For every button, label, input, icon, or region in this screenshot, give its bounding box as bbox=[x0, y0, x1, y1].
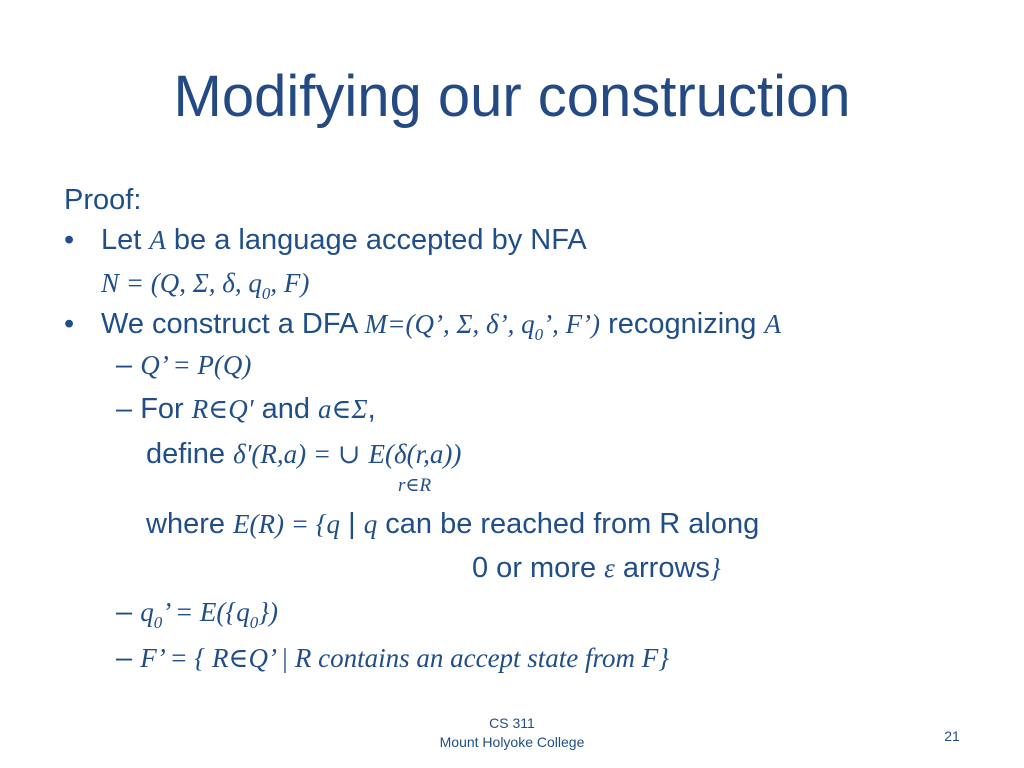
nfa-tuple-sub: 0 bbox=[261, 284, 271, 303]
where-math-a: E(R) = {q bbox=[233, 509, 341, 539]
footer-college: Mount Holyoke College bbox=[439, 734, 585, 750]
footer-course: CS 311 bbox=[489, 715, 535, 731]
sub-item-3: – q0’ = E({q0}) bbox=[116, 594, 278, 634]
define-lhs: δ'(R,a) = bbox=[233, 439, 338, 469]
footer: CS 311 Mount Holyoke College bbox=[0, 714, 1024, 752]
sub-item-2-mid: and bbox=[253, 393, 319, 425]
bullet-1: • bbox=[64, 222, 74, 258]
sub-item-4-math: F’ = { R∈Q’ | R contains an accept state… bbox=[140, 643, 670, 673]
sub-item-2-post: , bbox=[367, 393, 376, 425]
define-pre: define bbox=[146, 438, 234, 470]
nfa-tuple-pre: N = (Q, Σ, δ, q bbox=[101, 268, 262, 298]
bullet-1-marker: • bbox=[64, 224, 75, 256]
slide-title: Modifying our construction bbox=[173, 64, 851, 129]
union-symbol: ∪ bbox=[337, 439, 361, 469]
sub-item-2-math-r: R∈Q' bbox=[191, 394, 254, 424]
dash-4: – bbox=[116, 642, 133, 674]
define-rhs: E(δ(r,a)) bbox=[368, 439, 462, 469]
epsilon-symbol: ε bbox=[604, 553, 615, 583]
bullet-1-text: Let A be a language accepted by NFA bbox=[101, 222, 587, 258]
bullet-2-pre: We construct a DFA bbox=[101, 308, 365, 340]
sub-item-1-math: Q’ = P(Q) bbox=[140, 350, 252, 380]
bullet-2-marker: • bbox=[64, 308, 75, 340]
define-line: define δ'(R,a) = ∪ E(δ(r,a)) bbox=[146, 436, 461, 472]
dfa-tuple-a: M=(Q’, Σ, δ’, q bbox=[364, 309, 535, 339]
bullet-2-math-a: A bbox=[764, 309, 781, 339]
union-underset: r∈R bbox=[398, 475, 432, 496]
where-line: where E(R) = {q | q can be reached from … bbox=[146, 506, 759, 542]
dash-3: – bbox=[116, 596, 133, 628]
dash-2: – bbox=[116, 393, 133, 425]
sub-item-2-pre: For bbox=[140, 393, 192, 425]
bullet-2-mid: recognizing bbox=[600, 308, 765, 340]
page-number: 21 bbox=[944, 728, 960, 744]
where-pre: where bbox=[146, 508, 234, 540]
continuation-pre: 0 or more bbox=[472, 552, 605, 584]
where-post: can be reached from R along bbox=[377, 508, 760, 540]
continuation-mid: arrows bbox=[614, 552, 710, 584]
proof-label: Proof: bbox=[64, 184, 142, 216]
bullet-1-math-a: A bbox=[149, 225, 166, 255]
where-bar: | bbox=[340, 508, 364, 540]
sub-item-3-sub2: 0 bbox=[249, 613, 259, 632]
bullet-2: • bbox=[64, 306, 74, 342]
nfa-tuple-post: , F) bbox=[270, 268, 310, 298]
sub-item-1: – Q’ = P(Q) bbox=[116, 347, 251, 383]
sub-item-2: – For R∈Q' and a∈Σ, bbox=[116, 391, 376, 427]
sub-item-3-math-c: }) bbox=[258, 597, 278, 627]
dfa-tuple-sub: 0 bbox=[534, 325, 544, 344]
sub-item-3-math-a: q bbox=[140, 597, 154, 627]
sub-item-2-math-a: a∈Σ bbox=[318, 394, 368, 424]
bullet-1-post: be a language accepted by NFA bbox=[165, 224, 587, 256]
nfa-tuple: N = (Q, Σ, δ, q0, F) bbox=[101, 265, 309, 305]
sub-item-4: – F’ = { R∈Q’ | R contains an accept sta… bbox=[116, 640, 669, 676]
sub-item-3-math-b: ’ = E({q bbox=[162, 597, 250, 627]
where-continuation: 0 or more ε arrows} bbox=[472, 550, 721, 586]
sub-item-3-sub1: 0 bbox=[153, 613, 163, 632]
bullet-1-pre: Let bbox=[101, 224, 150, 256]
dfa-tuple-b: ’, F’) bbox=[543, 309, 601, 339]
continuation-close: } bbox=[709, 553, 721, 583]
where-math-q: q bbox=[363, 509, 378, 539]
dash-1: – bbox=[116, 349, 133, 381]
bullet-2-text: We construct a DFA M=(Q’, Σ, δ’, q0’, F’… bbox=[101, 306, 781, 346]
